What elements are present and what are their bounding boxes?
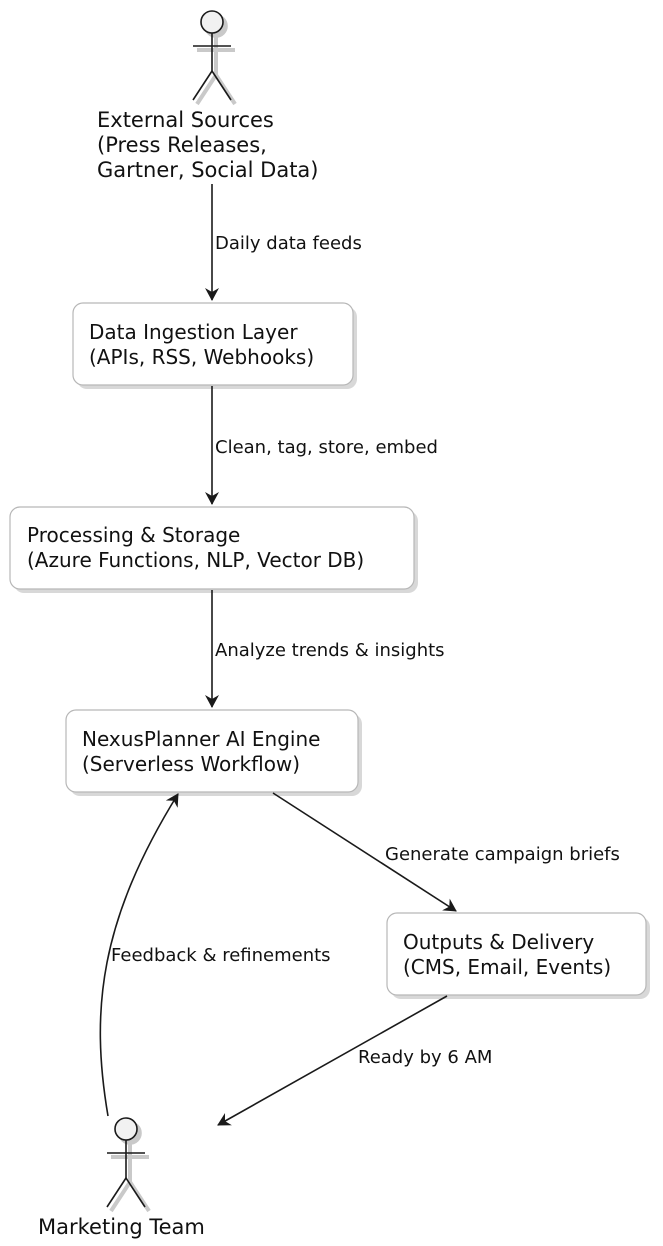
- marketing-team-actor: Marketing Team: [38, 1117, 205, 1239]
- edge-processing-to-engine: Analyze trends & insights: [205, 590, 445, 708]
- node-label-line: NexusPlanner AI Engine: [82, 727, 320, 751]
- edge-outputs-to-team: Ready by 6 AM: [217, 995, 492, 1126]
- outputs-delivery-node: Outputs & Delivery (CMS, Email, Events): [386, 912, 650, 999]
- edge-ingestion-to-processing: Clean, tag, store, embed: [205, 386, 438, 505]
- processing-storage-node: Processing & Storage (Azure Functions, N…: [9, 506, 418, 593]
- marketing-team-label: Marketing Team: [38, 1215, 205, 1239]
- edge-label: Daily data feeds: [215, 233, 362, 254]
- arrow-diagonal: [217, 995, 448, 1126]
- node-label-line: (APIs, RSS, Webhooks): [89, 345, 314, 369]
- edge-label: Feedback & refinements: [111, 945, 331, 966]
- arrow-diagonal: [272, 792, 457, 912]
- edge-team-to-engine: Feedback & refinements: [99, 793, 331, 1117]
- external-sources-label: External Sources (Press Releases, Gartne…: [97, 108, 319, 182]
- node-label-line: Processing & Storage: [27, 523, 240, 547]
- ai-engine-node: NexusPlanner AI Engine (Serverless Workf…: [65, 709, 362, 796]
- node-label: NexusPlanner AI Engine (Serverless Workf…: [82, 727, 327, 776]
- user-icon: [192, 10, 232, 101]
- node-label: Processing & Storage (Azure Functions, N…: [27, 523, 364, 572]
- actor-label-line: Gartner, Social Data): [97, 158, 319, 182]
- edge-sources-to-ingestion: Daily data feeds: [205, 184, 362, 301]
- external-sources-actor: External Sources (Press Releases, Gartne…: [97, 10, 319, 182]
- arrow-curved: [99, 793, 179, 1117]
- edge-label: Analyze trends & insights: [215, 640, 445, 661]
- edge-label: Ready by 6 AM: [358, 1047, 492, 1068]
- data-ingestion-node: Data Ingestion Layer (APIs, RSS, Webhook…: [72, 302, 357, 389]
- node-label-line: (CMS, Email, Events): [403, 955, 611, 979]
- actor-label-line: External Sources: [97, 108, 274, 132]
- edge-label: Generate campaign briefs: [385, 844, 620, 865]
- node-label-line: Outputs & Delivery: [403, 930, 594, 954]
- node-label-line: (Serverless Workflow): [82, 752, 300, 776]
- node-label: Outputs & Delivery (CMS, Email, Events): [403, 930, 611, 979]
- edge-engine-to-outputs: Generate campaign briefs: [272, 792, 620, 912]
- actor-label-line: (Press Releases,: [97, 133, 267, 157]
- edge-label: Clean, tag, store, embed: [215, 437, 438, 458]
- node-label-line: Data Ingestion Layer: [89, 320, 298, 344]
- user-icon: [106, 1117, 146, 1208]
- node-label-line: (Azure Functions, NLP, Vector DB): [27, 548, 364, 572]
- node-label: Data Ingestion Layer (APIs, RSS, Webhook…: [89, 320, 314, 369]
